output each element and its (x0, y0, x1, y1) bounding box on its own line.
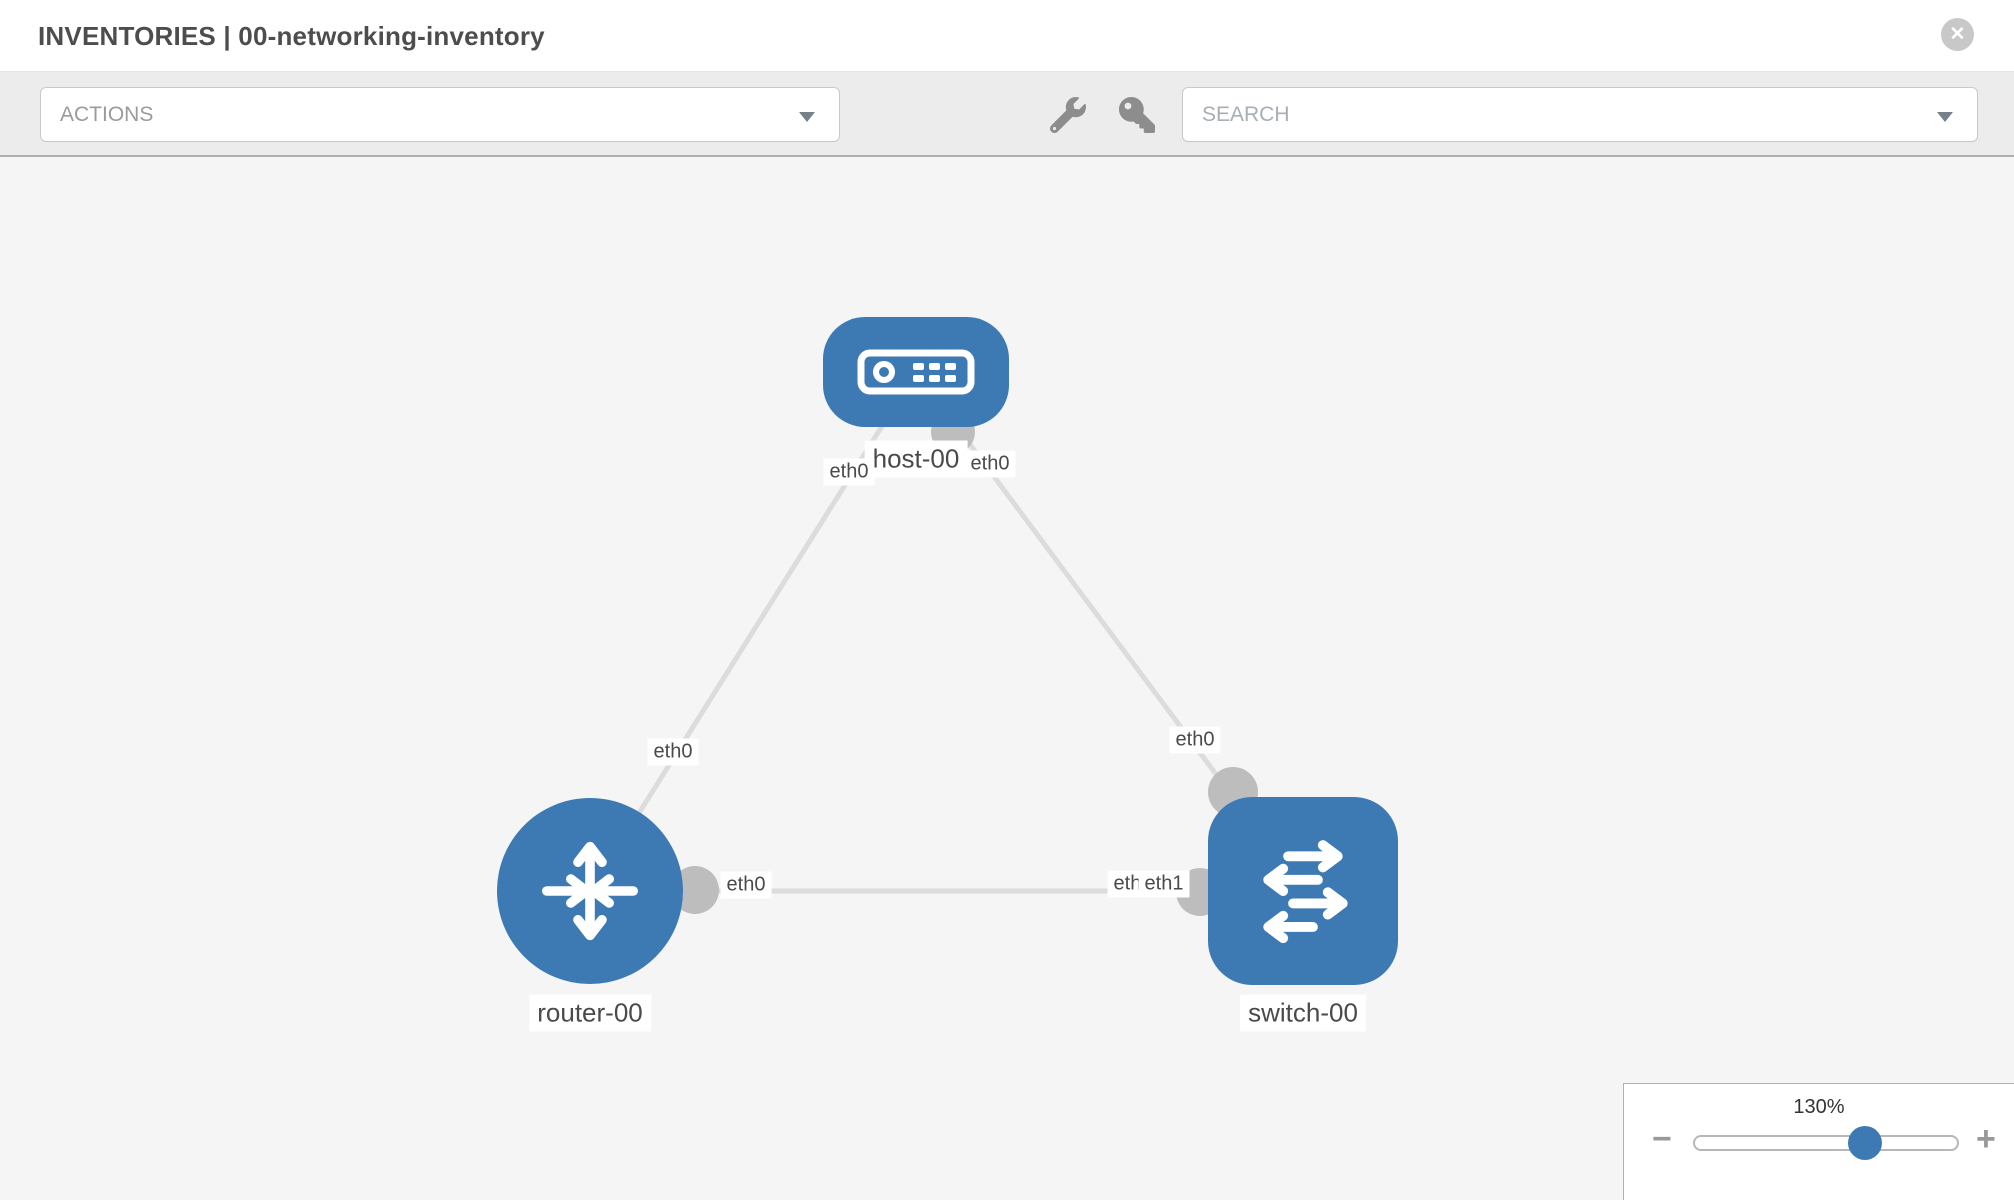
node-router-00[interactable] (497, 798, 683, 984)
port-label-host-eth0-left: eth0 (823, 458, 875, 486)
port-label-link-host-switch: eth0 (1169, 726, 1221, 754)
zoom-slider-track[interactable] (1693, 1135, 1959, 1151)
toolbar: ACTIONS (0, 72, 2014, 157)
topology-links (587, 370, 1306, 894)
node-label-host[interactable]: host-00 (864, 440, 968, 478)
node-switch-00[interactable] (1208, 797, 1398, 985)
port-label-router-eth0: eth0 (720, 871, 772, 899)
breadcrumb-header: INVENTORIES | 00-networking-inventory ✕ (0, 0, 2014, 72)
node-label-switch[interactable]: switch-00 (1240, 994, 1366, 1032)
zoom-slider-handle[interactable] (1848, 1126, 1882, 1160)
router-icon (542, 841, 638, 941)
chevron-down-icon (799, 112, 815, 122)
zoom-control-panel: 130% − + (1623, 1083, 2014, 1200)
node-host-00[interactable] (823, 317, 1009, 427)
close-icon[interactable]: ✕ (1941, 18, 1974, 51)
key-icon[interactable] (1119, 97, 1155, 133)
wrench-icon[interactable] (1050, 97, 1086, 133)
switch-icon (1263, 840, 1348, 944)
port-label-link-host-router: eth0 (647, 738, 699, 766)
zoom-level-value: 130% (1793, 1096, 1845, 1118)
host-icon (857, 349, 975, 395)
port-label-host-eth0-right: eth0 (964, 450, 1016, 478)
node-label-router[interactable]: router-00 (529, 994, 651, 1032)
actions-dropdown[interactable]: ACTIONS (40, 87, 840, 142)
page-title: INVENTORIES | 00-networking-inventory (38, 21, 545, 51)
zoom-in-button[interactable]: + (1976, 1120, 1996, 1158)
search-input[interactable] (1183, 102, 1883, 127)
search-dropdown[interactable] (1182, 87, 1978, 142)
zoom-out-button[interactable]: − (1652, 1120, 1672, 1158)
chevron-down-icon (1937, 112, 1953, 122)
port-label-switch-eth1: eth1 (1138, 870, 1190, 898)
topology-canvas[interactable]: host-00 eth0 eth0 eth0 eth0 eth0 eth0 et… (0, 157, 2014, 1200)
actions-dropdown-label: ACTIONS (60, 102, 154, 126)
